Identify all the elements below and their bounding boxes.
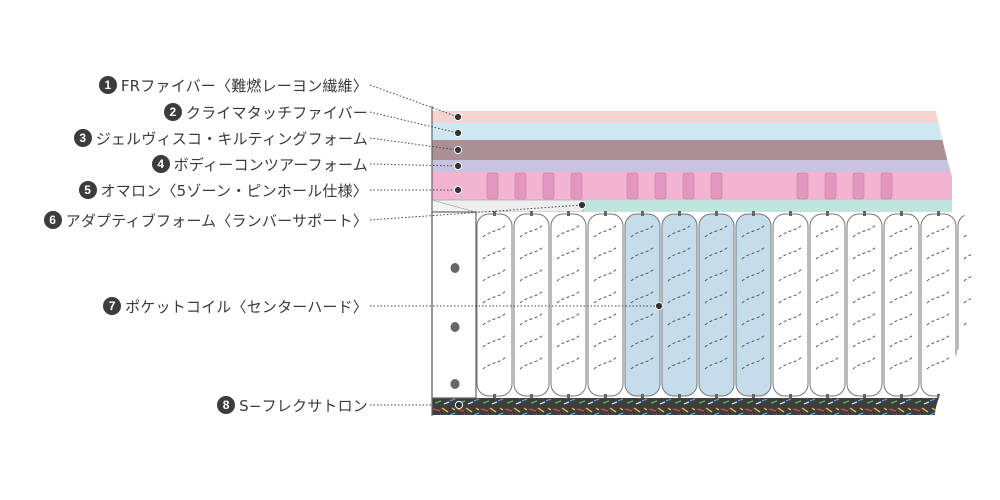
anchor-dot	[577, 200, 587, 210]
omalon-hard-zone-insert	[852, 172, 865, 200]
omalon-hard-zone-insert	[710, 172, 723, 200]
callout-label: アダプティブフォーム〈ランバーサポート〉	[65, 211, 368, 230]
callout-body-contour: 4 ボディーコンツアーフォーム	[151, 153, 368, 175]
anchor-dot	[453, 161, 463, 171]
pocket-coil	[476, 211, 513, 399]
callout-label: S−フレクサトロン	[239, 396, 368, 415]
pocket-coil	[809, 211, 846, 399]
callout-label: クライマタッチファイバー	[185, 103, 368, 122]
air-vent-icon	[450, 379, 460, 389]
callout-number-badge: 4	[151, 155, 170, 173]
omalon-hard-zone-insert	[824, 172, 837, 200]
anchor-dots	[453, 112, 664, 410]
center-hard-coil	[624, 211, 661, 399]
leader-line	[369, 204, 583, 221]
omalon-hard-zone-insert	[514, 172, 527, 200]
leader-line	[369, 84, 459, 118]
pocket-coil	[957, 213, 973, 397]
omalon-hard-zone-insert	[542, 172, 555, 200]
leader-line	[369, 137, 459, 151]
leader-lines	[369, 84, 659, 406]
callout-label: FRファイバー〈難燃レーヨン繊維〉	[120, 76, 368, 95]
omalon-hard-zone-insert	[570, 172, 583, 200]
callout-fr-fiber: 1 FRファイバー〈難燃レーヨン繊維〉	[98, 74, 368, 96]
omalon-5zone-layer	[432, 172, 952, 200]
anchor-dot	[454, 400, 464, 410]
gel-visco-layer	[432, 123, 952, 140]
air-vent-icon	[450, 263, 460, 273]
s-flex-cotton-layer	[432, 398, 952, 415]
omalon-hard-zone-insert	[880, 172, 893, 200]
pocket-coil	[920, 211, 957, 399]
leader-line	[369, 163, 459, 167]
callout-number-badge: 5	[78, 181, 97, 199]
callout-pocket-coil: 7 ポケットコイル〈センターハード〉	[103, 295, 368, 317]
omalon-hard-zone-insert	[486, 172, 499, 200]
callout-number-badge: 1	[98, 76, 117, 94]
pocket-coil	[883, 211, 920, 399]
omalon-layer-top	[432, 160, 952, 172]
callout-climate-fiber: 2 クライマタッチファイバー	[163, 101, 368, 123]
climate-fiber-layer	[432, 111, 952, 123]
adaptive-foam-layer	[432, 199, 952, 213]
callout-number-badge: 2	[163, 103, 182, 121]
mattress-side-panel	[431, 106, 477, 416]
callout-gel-visco: 3 ジェルヴィスコ・キルティングフォーム	[73, 127, 368, 149]
callout-number-badge: 7	[103, 297, 122, 315]
air-vent-icon	[450, 322, 460, 332]
anchor-dot	[453, 112, 463, 122]
body-contour-layer	[432, 140, 952, 160]
mattress-layers	[432, 108, 973, 415]
callout-label: ボディーコンツアーフォーム	[173, 155, 368, 174]
callout-number-badge: 6	[43, 211, 62, 229]
pocket-coil	[587, 211, 624, 399]
leader-line	[369, 111, 459, 134]
callout-label: ポケットコイル〈センターハード〉	[125, 297, 368, 316]
callout-s-flex-cotton: 8 S−フレクサトロン	[217, 394, 368, 416]
anchor-dot	[453, 145, 463, 155]
center-hard-coil	[735, 211, 772, 399]
pocket-coil	[846, 211, 883, 399]
callout-label: ジェルヴィスコ・キルティングフォーム	[95, 129, 368, 148]
callout-adaptive-foam: 6 アダプティブフォーム〈ランバーサポート〉	[43, 209, 368, 231]
anchor-dot	[654, 301, 664, 311]
center-hard-coil	[698, 211, 735, 399]
omalon-hard-zone-insert	[626, 172, 639, 200]
callout-number-badge: 8	[217, 396, 236, 414]
callout-number-badge: 3	[73, 129, 92, 147]
anchor-dot	[453, 128, 463, 138]
callout-omalon-5zone: 5 オマロン〈5ゾーン・ピンホール仕様〉	[78, 179, 368, 201]
anchor-dot	[453, 185, 463, 195]
omalon-hard-zone-insert	[682, 172, 695, 200]
pocket-coil	[772, 211, 809, 399]
center-hard-coil	[661, 211, 698, 399]
pocket-coil-layer	[432, 211, 973, 399]
pocket-coil	[513, 211, 550, 399]
omalon-hard-zone-insert	[654, 172, 667, 200]
pocket-coil	[550, 211, 587, 399]
callout-label: オマロン〈5ゾーン・ピンホール仕様〉	[100, 181, 368, 200]
omalon-hard-zone-insert	[796, 172, 809, 200]
